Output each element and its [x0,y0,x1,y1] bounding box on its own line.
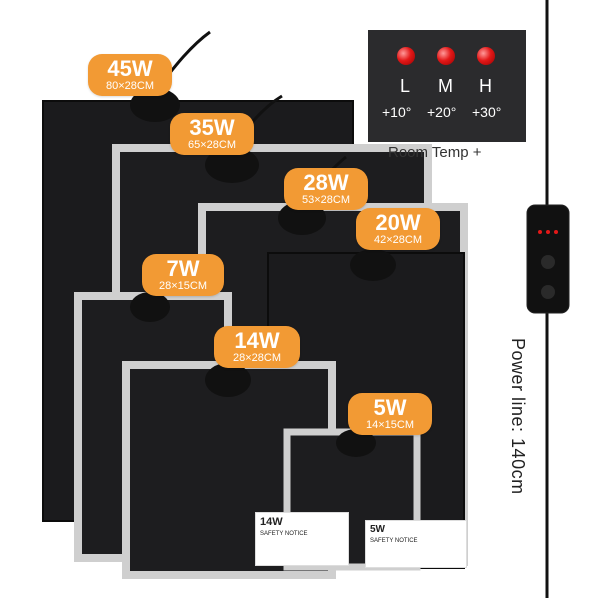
badge-dims: 42×28CM [373,234,422,246]
badge-watts: 5W [373,395,407,420]
badge-watts: 7W [166,256,200,281]
badge-watts: 35W [189,115,235,140]
room-temp-label: Room Temp + [388,144,482,161]
level-high-temp: +30° [472,104,502,120]
level-high-letter: H [479,76,492,96]
connector-45w [130,88,180,122]
power-line-label: Power line: 140cm [508,338,528,495]
spec-label-14w-text: 14W [260,516,283,528]
led-medium-icon [437,47,455,65]
badge-5w: 5W 14×15CM [348,393,432,435]
connector-5w [336,429,376,457]
badge-45w: 45W 80×28CM [88,54,172,96]
led-high-icon [477,47,495,65]
controller-button-bottom [541,285,555,299]
badge-watts: 20W [375,210,421,235]
spec-label-5w: 5W SAFETY NOTICE [365,520,467,568]
badge-dims: 28×28CM [232,352,281,364]
level-low-temp: +10° [382,104,412,120]
badge-20w: 20W 42×28CM [356,208,440,250]
level-low-letter: L [400,76,411,96]
connector-7w [130,292,170,322]
spec-label-14w-notice: SAFETY NOTICE [260,531,308,537]
badge-watts: 14W [234,328,280,353]
badge-dims: 14×15CM [365,419,414,431]
spec-label-14w: 14W SAFETY NOTICE [255,512,349,566]
led-low-icon [397,47,415,65]
badge-dims: 53×28CM [301,194,350,206]
badge-35w: 35W 65×28CM [170,113,254,155]
badge-watts: 28W [303,170,349,195]
connector-35w [205,147,259,183]
controller-button-top [541,255,555,269]
temperature-level-panel: L M H +10° +20° +30° [368,30,526,142]
connector-20w [350,249,396,281]
level-medium-temp: +20° [427,104,457,120]
spec-label-5w-notice: SAFETY NOTICE [370,538,418,544]
badge-14w: 14W 28×28CM [214,326,300,368]
spec-label-5w-text: 5W [370,524,385,535]
badge-dims: 65×28CM [187,139,236,151]
badge-watts: 45W [107,56,153,81]
badge-28w: 28W 53×28CM [284,168,368,210]
connector-14w [205,363,251,397]
badge-7w: 7W 28×15CM [142,254,224,296]
level-medium-letter: M [438,76,453,96]
badge-dims: 80×28CM [105,80,154,92]
badge-dims: 28×15CM [158,280,207,292]
